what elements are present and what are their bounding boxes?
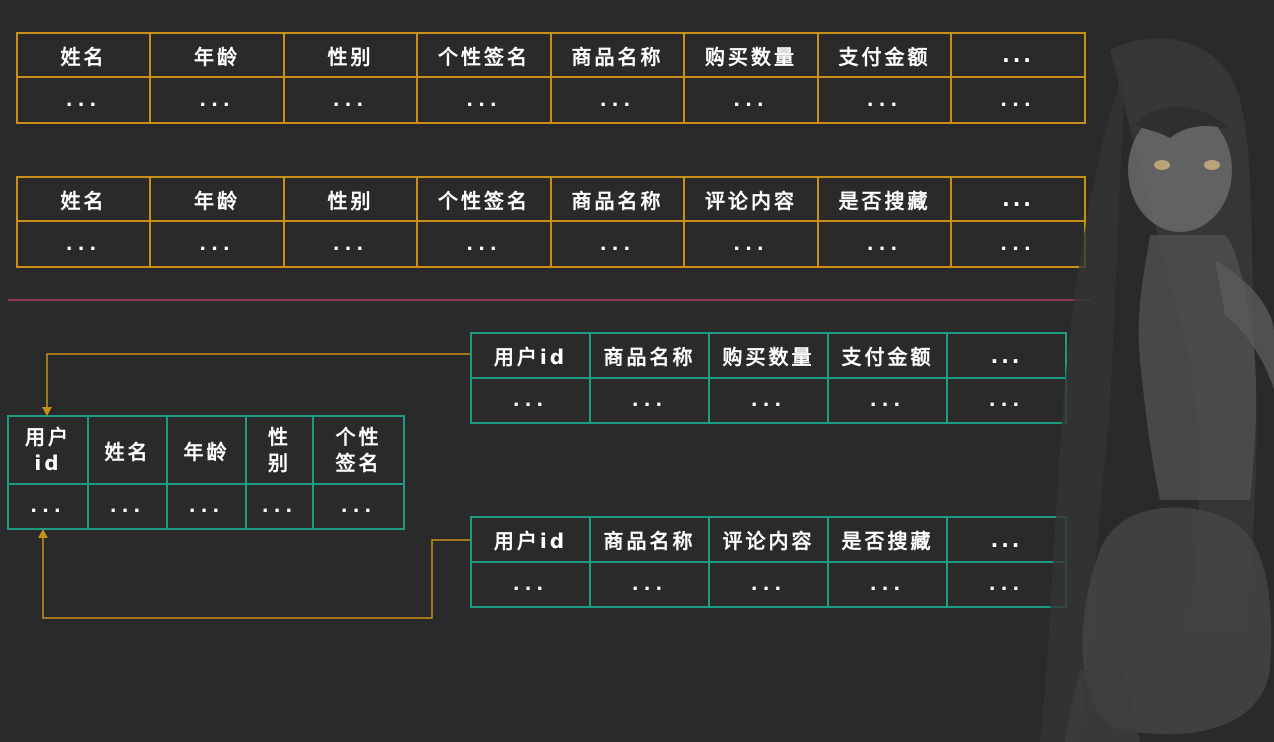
header-cell: 支付金额 xyxy=(817,32,952,78)
table-cell: ... xyxy=(708,377,829,424)
header-cell: 商品名称 xyxy=(589,332,710,379)
header-cell: 个性签名 xyxy=(312,415,405,485)
table-row: ... ... ... ... ... ... ... ... xyxy=(16,220,1086,268)
table-cell: ... xyxy=(149,220,285,268)
header-cell: ... xyxy=(950,32,1086,78)
purchase-to-user-connector xyxy=(46,353,470,409)
table-cell: ... xyxy=(166,483,247,530)
table-cell: ... xyxy=(950,76,1086,124)
header-cell: 性别 xyxy=(283,176,418,222)
table-cell: ... xyxy=(283,220,418,268)
header-cell: 支付金额 xyxy=(827,332,948,379)
header-cell: 性别 xyxy=(283,32,418,78)
table-row: ... ... ... ... ... xyxy=(470,377,1067,424)
table-header-row: 用户id 商品名称 评论内容 是否搜藏 ... xyxy=(470,516,1067,563)
header-cell: 商品名称 xyxy=(589,516,710,563)
header-cell: 年龄 xyxy=(149,176,285,222)
table-cell: ... xyxy=(7,483,89,530)
table-cell: ... xyxy=(470,561,591,608)
table-header-row: 用户id 姓名 年龄 性别 个性签名 xyxy=(7,415,405,485)
table-cell: ... xyxy=(950,220,1086,268)
table-cell: ... xyxy=(589,377,710,424)
header-cell: 评论内容 xyxy=(708,516,829,563)
table-cell: ... xyxy=(683,76,819,124)
table-cell: ... xyxy=(312,483,405,530)
table-cell: ... xyxy=(87,483,168,530)
header-cell: ... xyxy=(946,516,1067,563)
header-cell: 个性签名 xyxy=(416,176,552,222)
header-cell: 是否搜藏 xyxy=(817,176,952,222)
header-cell: 年龄 xyxy=(149,32,285,78)
table-cell: ... xyxy=(245,483,314,530)
table-cell: ... xyxy=(946,377,1067,424)
header-cell: 年龄 xyxy=(166,415,247,485)
table-cell: ... xyxy=(708,561,829,608)
header-cell: ... xyxy=(950,176,1086,222)
header-cell: ... xyxy=(946,332,1067,379)
header-cell: 用户id xyxy=(470,332,591,379)
header-cell: 用户id xyxy=(470,516,591,563)
table-cell: ... xyxy=(149,76,285,124)
header-cell: 评论内容 xyxy=(683,176,819,222)
comment-table: 用户id 商品名称 评论内容 是否搜藏 ... ... ... ... ... … xyxy=(470,516,1067,608)
denormalized-comment-table: 姓名 年龄 性别 个性签名 商品名称 评论内容 是否搜藏 ... ... ...… xyxy=(16,176,1086,268)
table-cell: ... xyxy=(416,76,552,124)
header-cell: 姓名 xyxy=(87,415,168,485)
table-cell: ... xyxy=(827,561,948,608)
purchase-table: 用户id 商品名称 购买数量 支付金额 ... ... ... ... ... … xyxy=(470,332,1067,424)
table-row: ... ... ... ... ... xyxy=(7,483,405,530)
table-cell: ... xyxy=(683,220,819,268)
table-cell: ... xyxy=(416,220,552,268)
denormalized-purchase-table: 姓名 年龄 性别 个性签名 商品名称 购买数量 支付金额 ... ... ...… xyxy=(16,32,1086,124)
table-cell: ... xyxy=(283,76,418,124)
table-row: ... ... ... ... ... xyxy=(470,561,1067,608)
table-cell: ... xyxy=(470,377,591,424)
header-cell: 姓名 xyxy=(16,176,151,222)
header-cell: 个性签名 xyxy=(416,32,552,78)
header-cell: 是否搜藏 xyxy=(827,516,948,563)
table-header-row: 姓名 年龄 性别 个性签名 商品名称 评论内容 是否搜藏 ... xyxy=(16,176,1086,222)
table-cell: ... xyxy=(550,220,685,268)
table-cell: ... xyxy=(946,561,1067,608)
header-cell: 购买数量 xyxy=(683,32,819,78)
header-cell: 姓名 xyxy=(16,32,151,78)
table-header-row: 用户id 商品名称 购买数量 支付金额 ... xyxy=(470,332,1067,379)
header-cell: 购买数量 xyxy=(708,332,829,379)
header-cell: 商品名称 xyxy=(550,176,685,222)
header-cell: 性别 xyxy=(245,415,314,485)
section-divider xyxy=(8,299,1090,301)
table-row: ... ... ... ... ... ... ... ... xyxy=(16,76,1086,124)
user-table: 用户id 姓名 年龄 性别 个性签名 ... ... ... ... ... xyxy=(7,415,405,530)
arrow-head-down-icon xyxy=(42,407,52,416)
table-cell: ... xyxy=(589,561,710,608)
table-cell: ... xyxy=(827,377,948,424)
arrow-head-up-icon xyxy=(38,529,48,538)
table-cell: ... xyxy=(550,76,685,124)
table-cell: ... xyxy=(16,220,151,268)
table-header-row: 姓名 年龄 性别 个性签名 商品名称 购买数量 支付金额 ... xyxy=(16,32,1086,78)
character-illustration xyxy=(1040,38,1274,742)
comment-to-user-connector xyxy=(42,536,470,619)
header-cell: 用户id xyxy=(7,415,89,485)
table-cell: ... xyxy=(817,220,952,268)
table-cell: ... xyxy=(817,76,952,124)
table-cell: ... xyxy=(16,76,151,124)
header-cell: 商品名称 xyxy=(550,32,685,78)
